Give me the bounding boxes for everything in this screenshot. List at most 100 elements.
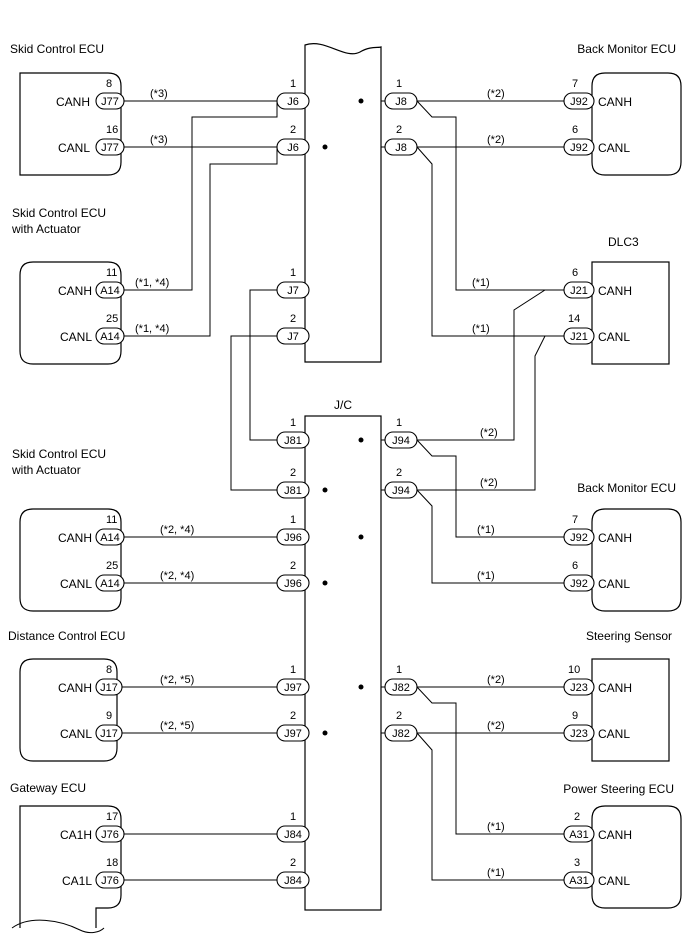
svg-text:10: 10: [568, 664, 580, 676]
svg-text:2: 2: [290, 313, 296, 325]
svg-text:J97: J97: [284, 728, 302, 740]
svg-text:J84: J84: [284, 875, 302, 887]
svg-text:(*3): (*3): [150, 88, 168, 100]
svg-text:2: 2: [396, 124, 402, 136]
svg-text:CANH: CANH: [598, 284, 632, 298]
svg-text:Skid Control ECU: Skid Control ECU: [12, 447, 106, 461]
svg-text:6: 6: [572, 267, 578, 279]
back-monitor-ecu-2: Back Monitor ECU CANH CANL 7 6 J92 J92 (…: [477, 481, 682, 612]
svg-text:Back Monitor ECU: Back Monitor ECU: [577, 42, 676, 56]
splice-dots: [322, 98, 364, 736]
svg-text:2: 2: [290, 857, 296, 869]
svg-text:CANH: CANH: [58, 681, 92, 695]
svg-text:(*2): (*2): [487, 674, 505, 686]
svg-text:J96: J96: [284, 532, 302, 544]
svg-text:1: 1: [396, 78, 402, 90]
svg-text:A14: A14: [100, 331, 120, 343]
svg-text:1: 1: [290, 267, 296, 279]
svg-text:(*3): (*3): [150, 134, 168, 146]
svg-text:CANL: CANL: [60, 577, 92, 591]
junction-connectors: 1 J6 2 J6 1 J7 2 J7 1 J8 2 J8 1 J81 2 J8…: [276, 78, 498, 889]
svg-text:1: 1: [290, 811, 296, 823]
svg-text:J76: J76: [101, 829, 119, 841]
svg-text:Distance Control ECU: Distance Control ECU: [8, 629, 125, 643]
svg-text:J7: J7: [287, 331, 299, 343]
svg-text:J92: J92: [570, 532, 588, 544]
back-monitor-ecu-1: Back Monitor ECU CANH CANL 7 6 J92 J92 (…: [487, 42, 682, 176]
svg-text:(*1, *4): (*1, *4): [135, 323, 169, 335]
svg-text:(*2): (*2): [480, 477, 498, 489]
svg-text:J77: J77: [101, 142, 119, 154]
svg-text:(*2): (*2): [487, 134, 505, 146]
svg-text:1: 1: [290, 78, 296, 90]
svg-text:DLC3: DLC3: [608, 235, 639, 249]
svg-text:1: 1: [396, 664, 402, 676]
svg-text:J92: J92: [570, 578, 588, 590]
dlc3: DLC3 CANH CANL 6 14 J21 J21 (*1) (*1): [472, 235, 670, 365]
svg-text:2: 2: [290, 710, 296, 722]
svg-text:CANL: CANL: [598, 330, 630, 344]
power-steering-ecu: Power Steering ECU CANH CANL 2 3 A31 A31…: [487, 782, 682, 909]
svg-text:(*2, *5): (*2, *5): [160, 674, 194, 686]
svg-text:J82: J82: [392, 682, 410, 694]
svg-text:(*1): (*1): [472, 323, 490, 335]
svg-text:2: 2: [574, 811, 580, 823]
svg-text:(*1): (*1): [472, 277, 490, 289]
svg-text:J81: J81: [284, 435, 302, 447]
connector-j77: J77: [101, 96, 119, 108]
svg-text:18: 18: [106, 857, 118, 869]
svg-text:6: 6: [572, 560, 578, 572]
svg-text:CANL: CANL: [598, 141, 630, 155]
svg-text:J76: J76: [101, 875, 119, 887]
svg-text:7: 7: [572, 514, 578, 526]
svg-text:25: 25: [106, 313, 118, 325]
svg-text:J92: J92: [570, 96, 588, 108]
svg-text:J23: J23: [570, 728, 588, 740]
svg-text:CANH: CANH: [598, 828, 632, 842]
svg-text:J8: J8: [395, 142, 407, 154]
svg-text:CA1L: CA1L: [62, 874, 92, 888]
svg-text:J6: J6: [287, 142, 299, 154]
svg-text:J23: J23: [570, 682, 588, 694]
svg-text:14: 14: [568, 313, 580, 325]
svg-text:CANH: CANH: [58, 531, 92, 545]
svg-text:CANH: CANH: [598, 681, 632, 695]
svg-text:J97: J97: [284, 682, 302, 694]
svg-text:J21: J21: [570, 331, 588, 343]
svg-text:J92: J92: [570, 142, 588, 154]
ecu-title: Skid Control ECU: [10, 42, 104, 56]
svg-text:CA1H: CA1H: [60, 828, 92, 842]
svg-text:(*2): (*2): [487, 88, 505, 100]
svg-text:2: 2: [396, 710, 402, 722]
svg-text:(*2, *4): (*2, *4): [160, 570, 194, 582]
skid-control-actuator-ecu-2: Skid Control ECU with Actuator CANH CANL…: [11, 447, 194, 612]
junction-top: [304, 43, 382, 363]
svg-text:CANL: CANL: [60, 727, 92, 741]
svg-text:(*2): (*2): [487, 720, 505, 732]
svg-text:Skid Control ECU: Skid Control ECU: [12, 206, 106, 220]
jc-title: J/C: [334, 398, 352, 412]
skid-control-actuator-ecu-1: Skid Control ECU with Actuator CANH CANL…: [11, 206, 169, 365]
svg-text:CANL: CANL: [60, 330, 92, 344]
svg-text:1: 1: [290, 417, 296, 429]
svg-text:Steering Sensor: Steering Sensor: [586, 629, 672, 643]
svg-text:1: 1: [290, 664, 296, 676]
svg-text:1: 1: [290, 514, 296, 526]
svg-text:(*1, *4): (*1, *4): [135, 277, 169, 289]
svg-text:J7: J7: [287, 285, 299, 297]
svg-text:2: 2: [290, 124, 296, 136]
svg-text:(*1): (*1): [487, 821, 505, 833]
svg-text:with Actuator: with Actuator: [11, 463, 81, 477]
svg-text:CANL: CANL: [598, 874, 630, 888]
svg-text:(*1): (*1): [487, 867, 505, 879]
svg-text:J17: J17: [100, 682, 118, 694]
svg-text:2: 2: [290, 467, 296, 479]
svg-text:J21: J21: [570, 285, 588, 297]
svg-text:1: 1: [396, 417, 402, 429]
svg-text:CANH: CANH: [598, 95, 632, 109]
svg-text:2: 2: [290, 560, 296, 572]
svg-text:CANL: CANL: [58, 141, 90, 155]
svg-text:J94: J94: [392, 435, 410, 447]
svg-text:CANH: CANH: [58, 284, 92, 298]
